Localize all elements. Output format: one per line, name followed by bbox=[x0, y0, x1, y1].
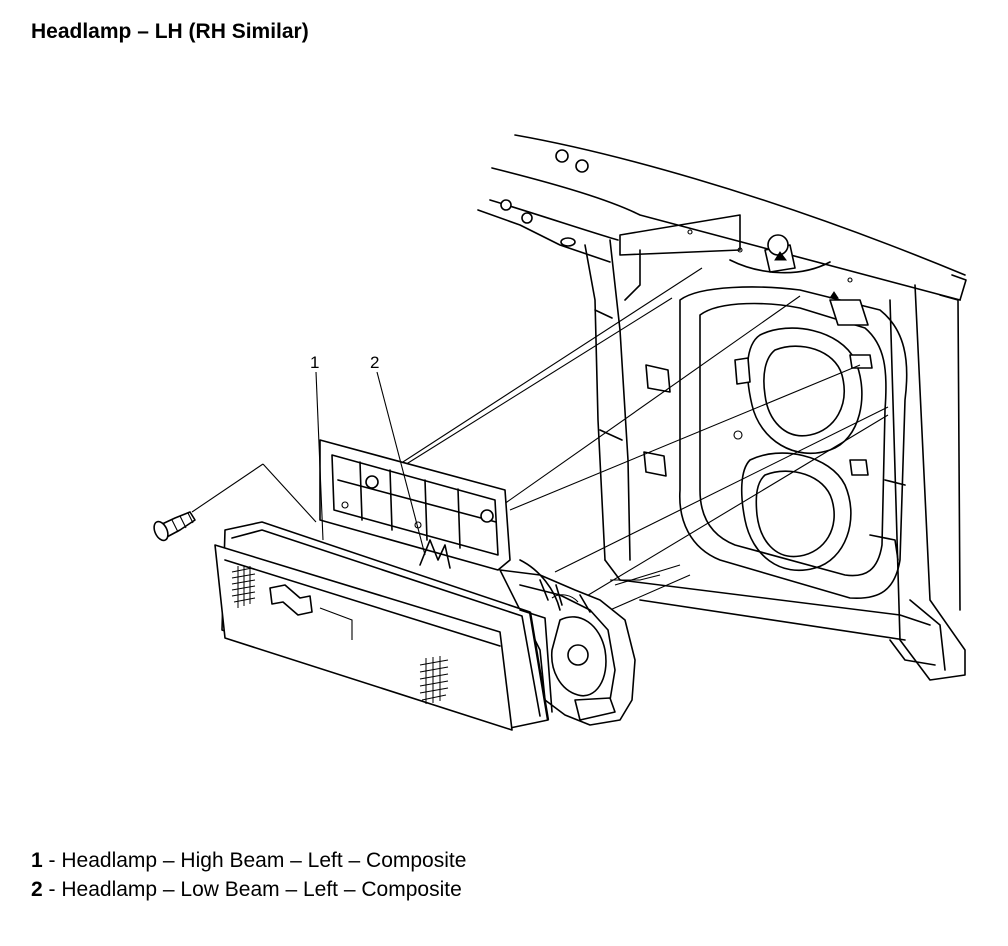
parts-legend: 1 - Headlamp – High Beam – Left – Compos… bbox=[31, 846, 466, 904]
legend-item-separator: - bbox=[42, 878, 62, 901]
callout-2-leader bbox=[376, 371, 426, 556]
headlamp-mounting-frame bbox=[319, 439, 511, 571]
legend-item-text: Headlamp – Low Beam – Left – Composite bbox=[61, 878, 462, 901]
legend-item-text: Headlamp – High Beam – Left – Composite bbox=[61, 849, 467, 872]
legend-item: 2 - Headlamp – Low Beam – Left – Composi… bbox=[31, 875, 466, 904]
callouts: 1 2 bbox=[310, 353, 426, 556]
callout-1-leader bbox=[315, 371, 324, 541]
legend-item-number: 1 bbox=[31, 849, 43, 872]
mounting-screw bbox=[153, 511, 196, 542]
reflector-hatch-right bbox=[419, 656, 449, 704]
legend-item-number: 2 bbox=[31, 878, 43, 901]
reflector-hatch-left bbox=[231, 566, 256, 608]
callout-1-label: 1 bbox=[310, 353, 319, 372]
legend-item-separator: - bbox=[42, 849, 62, 872]
legend-item: 1 - Headlamp – High Beam – Left – Compos… bbox=[31, 846, 466, 875]
callout-2-label: 2 bbox=[370, 353, 379, 372]
page-title: Headlamp – LH (RH Similar) bbox=[31, 20, 309, 43]
composite-headlamp bbox=[214, 521, 636, 731]
explode-lines bbox=[191, 267, 889, 611]
